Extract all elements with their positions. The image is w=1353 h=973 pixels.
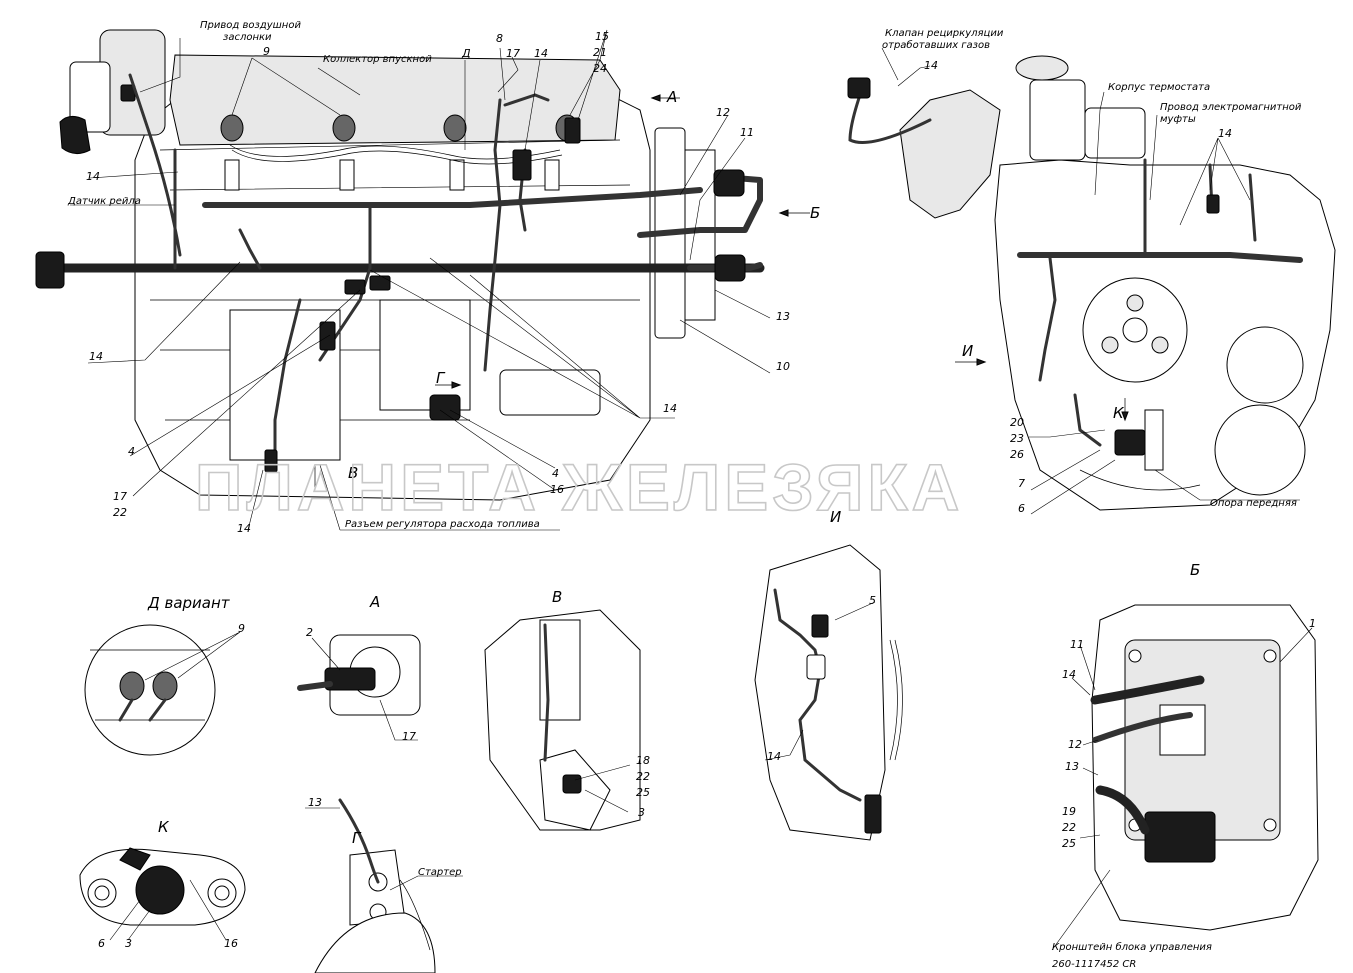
part-number-15: 15: [595, 30, 609, 43]
part-number-17: 17: [506, 47, 520, 60]
view-i-part-5: 5: [869, 594, 876, 607]
view-b-part-25: 25: [1062, 837, 1076, 850]
throttle-drive-label-1: Привод воздушной: [200, 20, 301, 31]
part-number-12: 12: [716, 106, 730, 119]
part-number-11: 11: [740, 126, 754, 139]
right-part-14-a: 14: [924, 59, 938, 72]
right-part-7: 7: [1018, 477, 1025, 490]
front-support-label: Опора передняя: [1210, 498, 1297, 509]
view-title-i: И: [830, 508, 841, 526]
view-v-part-18: 18: [636, 754, 650, 767]
view-title-k: К: [158, 818, 170, 836]
arrow-label-b: Б: [810, 204, 820, 222]
view-g: [305, 798, 463, 973]
part-number-14-b: 14: [89, 350, 103, 363]
view-b-part-19: 19: [1062, 805, 1076, 818]
part-number-13: 13: [776, 310, 790, 323]
part-number-16: 16: [550, 483, 564, 496]
view-title-g: Г: [352, 829, 362, 847]
view-v-part-25: 25: [636, 786, 650, 799]
part-number-22: 22: [113, 506, 127, 519]
view-d-part-9: 9: [238, 622, 245, 635]
rail-sensor-label: Датчик рейла: [67, 196, 141, 207]
throttle-drive-label-2: заслонки: [223, 32, 272, 43]
view-a-part-17: 17: [402, 730, 416, 743]
part-number-24: 24: [593, 62, 607, 75]
arrow-label-g: Г: [436, 369, 446, 387]
view-b: [1051, 604, 1319, 951]
view-title-b: Б: [1190, 561, 1200, 579]
view-d-variant: [84, 624, 241, 756]
part-number-21: 21: [593, 46, 607, 59]
em-clutch-wire-label-1: Провод электромагнитной: [1160, 102, 1302, 113]
right-part-6: 6: [1018, 502, 1025, 515]
view-b-part-11: 11: [1070, 638, 1084, 651]
part-number-8: 8: [496, 32, 503, 45]
right-part-26: 26: [1010, 448, 1024, 461]
watermark-text: ПЛАНЕТА ЖЕЛЕЗЯКА: [195, 450, 963, 524]
part-number-14-c: 14: [237, 522, 251, 535]
view-v-part-3: 3: [638, 806, 645, 819]
view-b-part-14: 14: [1062, 668, 1076, 681]
right-part-20: 20: [1010, 416, 1024, 429]
ecu-bracket-label: Кронштейн блока управления: [1052, 941, 1212, 953]
starter-label: Стартер: [418, 867, 462, 878]
view-k-part-3: 3: [125, 937, 132, 950]
view-b-part-12: 12: [1068, 738, 1082, 751]
view-b-part-1: 1: [1309, 617, 1316, 630]
egr-valve-label-1: Клапан рециркуляции: [885, 28, 1004, 39]
fuel-regulator-connector-label: Разъем регулятора расхода топлива: [345, 519, 540, 530]
thermostat-housing-label: Корпус термостата: [1108, 82, 1210, 93]
part-number-17-b: 17: [113, 490, 127, 503]
part-number-10: 10: [776, 360, 790, 373]
view-v: [484, 609, 641, 831]
view-b-part-13: 13: [1065, 760, 1079, 773]
arrow-label-d: Д: [461, 47, 471, 60]
arrow-label-i: И: [962, 342, 973, 360]
part-number-9: 9: [263, 45, 270, 58]
ecu-bracket-code: 260-1117452 CR: [1052, 959, 1136, 970]
view-a: [297, 634, 421, 741]
intake-manifold-label: Коллектор впускной: [323, 54, 432, 65]
part-number-14: 14: [534, 47, 548, 60]
right-part-14-b: 14: [1218, 127, 1232, 140]
part-number-4: 4: [128, 445, 135, 458]
view-title-v: В: [552, 588, 562, 606]
injectors: [220, 114, 579, 191]
view-k-part-6: 6: [98, 937, 105, 950]
view-b-part-22: 22: [1062, 821, 1076, 834]
arrow-label-k: К: [1113, 404, 1125, 422]
wiring-harness-main: [35, 73, 765, 473]
view-k-part-16: 16: [224, 937, 238, 950]
view-title-d-variant: Д вариант: [147, 594, 231, 612]
egr-valve-label-2: отработавших газов: [882, 39, 990, 51]
view-g-part-13: 13: [308, 796, 322, 809]
view-title-a: А: [369, 593, 380, 611]
arrow-label-v: В: [348, 464, 358, 482]
front-engine-view: [847, 47, 1336, 515]
arrow-label-a: А: [666, 88, 677, 106]
right-part-23: 23: [1010, 432, 1024, 445]
part-number-14-a: 14: [86, 170, 100, 183]
part-number-4-b: 4: [552, 467, 559, 480]
view-i: [754, 544, 903, 841]
view-k: [79, 847, 246, 941]
part-number-14-d: 14: [663, 402, 677, 415]
view-i-part-14: 14: [767, 750, 781, 763]
em-clutch-wire-label-2: муфты: [1160, 114, 1196, 125]
harness-connector-icon: [35, 251, 65, 289]
main-engine-view: [35, 29, 810, 531]
view-a-part-2: 2: [306, 626, 313, 639]
view-v-part-22: 22: [636, 770, 650, 783]
